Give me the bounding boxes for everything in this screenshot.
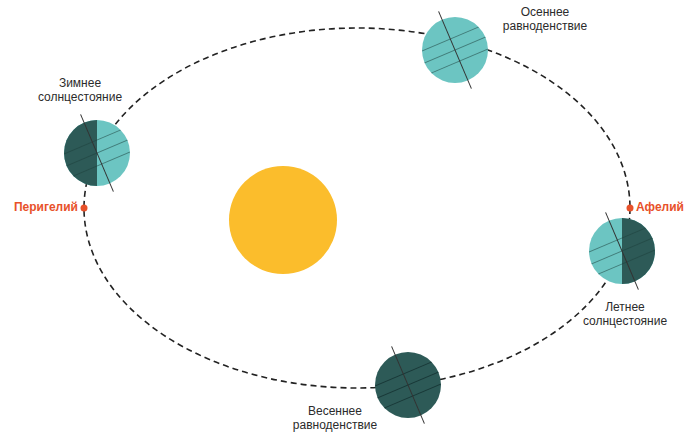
orbit-point-label: Перигелий xyxy=(14,200,78,214)
season-label: Летнее солнцестояние xyxy=(583,300,667,328)
season-label: Осеннее равноденствие xyxy=(503,5,587,33)
earth-axis xyxy=(439,11,472,88)
globe-night xyxy=(64,120,97,186)
earth-axis xyxy=(392,346,425,423)
earth-globe xyxy=(55,114,138,191)
earth-axis xyxy=(606,212,639,289)
season-label: Весеннее равноденствие xyxy=(293,404,377,432)
season-label: Зимнее солнцестояние xyxy=(38,76,122,104)
aphelion-marker xyxy=(627,205,634,212)
orbit-point-label: Афелий xyxy=(636,200,684,214)
perihelion-marker xyxy=(81,205,88,212)
orbit-path xyxy=(84,28,630,388)
globe-night xyxy=(622,218,655,284)
earth-globe xyxy=(366,346,449,423)
sun xyxy=(229,166,337,274)
earth-axis xyxy=(81,114,114,191)
earth-globe xyxy=(413,11,496,88)
earth-globe xyxy=(580,212,663,289)
